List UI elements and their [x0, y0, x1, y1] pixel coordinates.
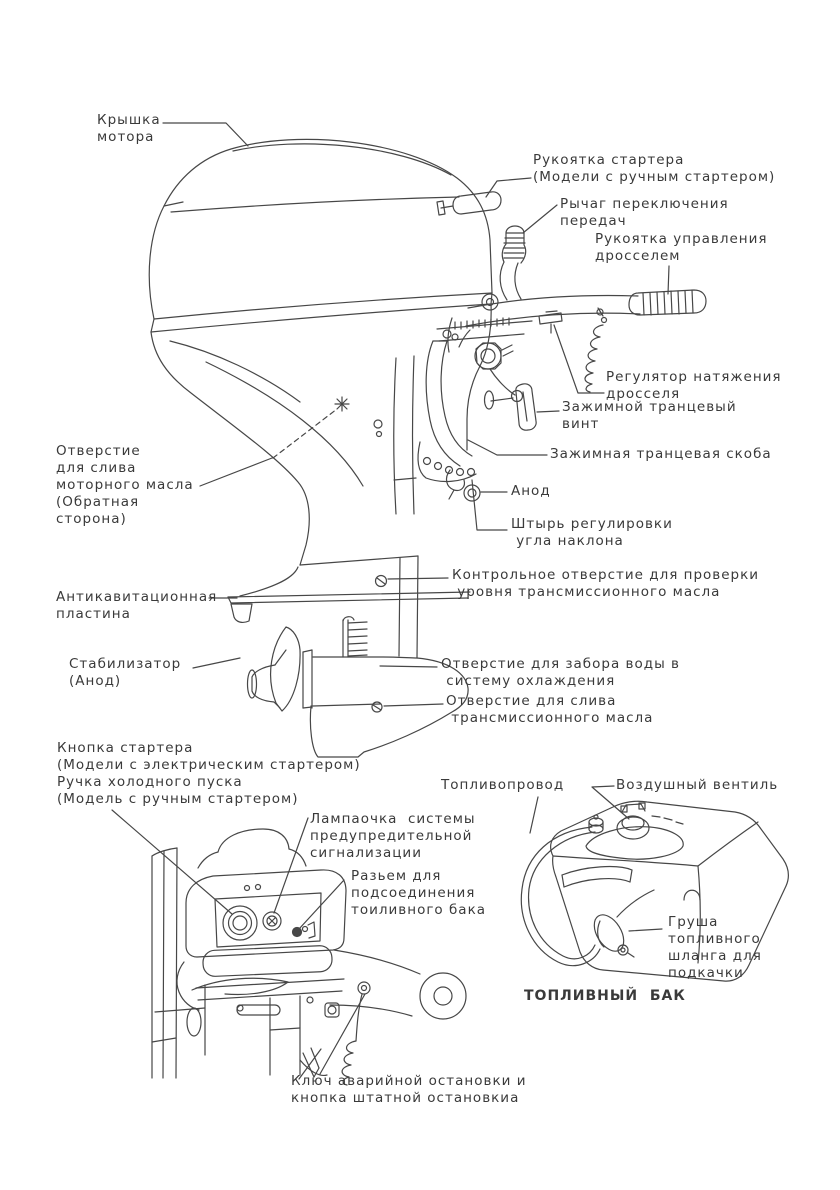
leader-stabilizer: [192, 657, 241, 669]
leader-starter-button: [111, 809, 233, 915]
label-clamp-bracket: Зажимная транцевая скоба: [550, 446, 772, 462]
label-stabilizer: Стабилизатор (Анод): [69, 656, 182, 689]
label-emergency-stop: Ключ аварийной остановки и кнопка штатно…: [291, 1073, 527, 1106]
leader-oil-drain: [199, 457, 273, 487]
label-throttle-grip: Рукоятка управления дросселем: [595, 231, 768, 264]
leader-lines: [111, 122, 670, 1075]
label-fuel-line: Топливопровод: [441, 777, 565, 793]
leader-emergency-stop: [319, 993, 366, 1075]
leader-check-hole: [387, 577, 449, 580]
leader-clamp-bracket: [467, 439, 548, 456]
fuel-tank-drawing: [520, 800, 789, 982]
leader-water-intake: [379, 665, 438, 668]
label-trans-drain: Отверстие для слива трансмиссионного мас…: [446, 693, 654, 726]
leader-fuel-line: [529, 796, 539, 834]
leader-trans-drain: [383, 703, 444, 707]
label-water-intake: Отверстие для забора воды в систему охла…: [441, 656, 680, 689]
label-gear-shift: Рычаг переключения передач: [560, 196, 729, 229]
leader-throttle-grip: [667, 265, 670, 295]
leader-throttle-tension: [553, 324, 605, 394]
leader-tilt-pin: [471, 479, 508, 531]
motor-side-view-drawing: [148, 138, 707, 758]
label-anticavitation: Антикавитационная пластина: [56, 589, 218, 622]
leader-motor-cover: [162, 122, 249, 147]
label-oil-drain: Отверстие для слива моторного масла (Обр…: [56, 443, 194, 527]
leader-clamp-screw: [536, 410, 560, 413]
leader-warning-lamp: [273, 817, 309, 914]
leader-starter-handle: [485, 177, 532, 198]
label-starter-button: Кнопка стартера (Модели с электрическим …: [57, 740, 361, 807]
label-motor-cover: Крышка мотора: [97, 112, 161, 145]
leader-primer-bulb: [628, 928, 663, 932]
label-tank-connector: Разьем для подсоединения тоиливного бака: [351, 868, 487, 918]
label-tilt-pin: Штырь регулировки угла наклона: [511, 516, 673, 549]
label-warning-lamp: Лампаочка системы предупредительной сигн…: [310, 811, 476, 861]
label-starter-handle: Рукоятка стартера (Модели с ручным старт…: [533, 152, 776, 185]
label-anode: Анод: [511, 483, 551, 499]
label-throttle-tension: Регулятор натяжения дросселя: [606, 369, 782, 402]
label-air-valve: Воздушный вентиль: [616, 777, 779, 793]
leader-gear-shift: [522, 204, 558, 234]
fuel-tank-title: ТОПЛИВНЫЙ БАК: [524, 988, 686, 1004]
leader-air-valve: [591, 785, 630, 820]
motor-front-view-drawing: [151, 828, 467, 1086]
label-primer-bulb: Груша топливного шланга для подкачки: [668, 914, 762, 981]
label-check-hole: Контрольное отверстие для проверки уровн…: [452, 567, 760, 600]
leader-tank-connector: [298, 879, 345, 930]
label-clamp-screw: Зажимной транцевый винт: [562, 399, 737, 432]
